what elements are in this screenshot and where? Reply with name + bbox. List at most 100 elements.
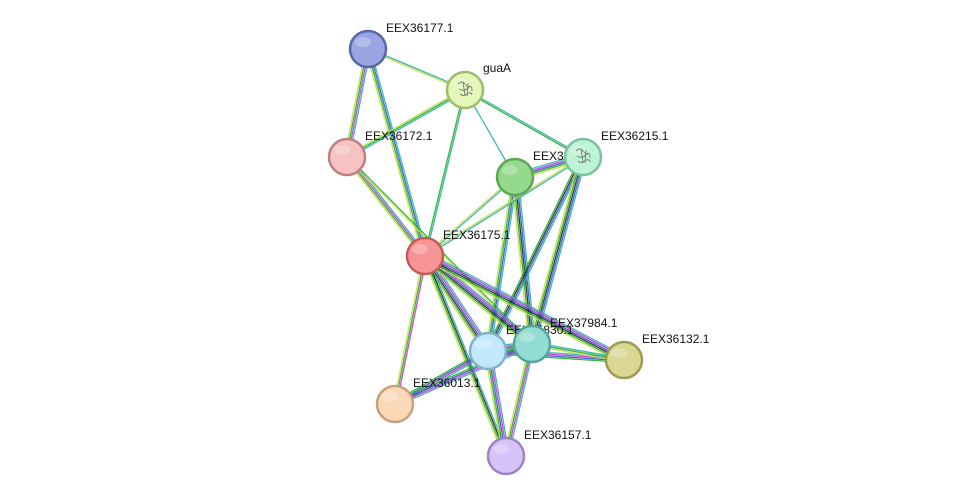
edge-strand (422, 256, 505, 458)
node-circle[interactable] (348, 29, 388, 69)
node-highlight (570, 145, 586, 155)
edge-guaa-eex36172-1 (345, 88, 467, 159)
edge-eex36175-1-eex36132-1 (422, 251, 627, 365)
node-eex36132-1[interactable]: EEX36132.1 (604, 332, 710, 380)
edge-strand (511, 177, 530, 345)
edge-strand (426, 251, 627, 358)
edge-eex36215-1-eex36175-1 (424, 155, 584, 258)
edge-strand (503, 343, 531, 456)
edge-strand (425, 255, 508, 456)
edge-strand (486, 176, 515, 351)
edge-strand (368, 48, 427, 256)
node-highlight (355, 37, 371, 47)
edge-strand (394, 255, 426, 405)
edge-eex36175-1-eex36013-1 (392, 255, 428, 405)
node-highlight (502, 165, 518, 175)
node-label: EEX36175.1 (443, 228, 511, 242)
node-eex36175-1[interactable]: EEX36175.1 (405, 228, 511, 276)
edge-strand (369, 48, 428, 256)
edge-strand (424, 155, 583, 256)
edge-strand (486, 156, 583, 351)
edge-strand (345, 157, 425, 257)
edge-strand (422, 258, 530, 348)
node-circle[interactable] (327, 137, 367, 177)
edge-strand (393, 341, 532, 403)
node-circle[interactable] (468, 331, 508, 371)
node-guaa[interactable]: guaA (445, 61, 511, 110)
node-highlight (493, 444, 509, 454)
node-eex36013-1[interactable]: EEX36013.1 (375, 376, 481, 424)
edge-strand (425, 177, 516, 258)
edge-strand (423, 256, 506, 457)
edge-strand (489, 177, 519, 352)
protein-structure-icon (457, 81, 473, 97)
node-label: EEX36172.1 (365, 129, 433, 143)
node-circle[interactable] (495, 157, 535, 197)
edge-strand (346, 89, 466, 158)
edge-strand (531, 156, 584, 345)
node-circle[interactable] (486, 436, 526, 476)
edge-strand (423, 89, 465, 256)
node-circle[interactable] (604, 340, 644, 380)
edge-strand (512, 177, 532, 345)
node-label: guaA (483, 61, 511, 75)
node-highlight (519, 332, 535, 342)
node-label: EEX36177.1 (386, 21, 454, 35)
edge-strand (487, 351, 624, 362)
edge-strand (424, 256, 532, 346)
edge-eex3-eex36175-1 (424, 175, 516, 258)
edge-strand (488, 177, 517, 352)
edge-guaa-eex36175-1 (423, 89, 467, 257)
edge-eex37984-1-eex36013-1 (393, 341, 534, 407)
edge-strand (426, 254, 509, 456)
edge-strand (422, 258, 623, 365)
node-highlight (382, 392, 398, 402)
edge-eex36175-1-eex36157-1 (422, 254, 509, 458)
edge-strand (427, 253, 492, 350)
node-highlight (412, 244, 428, 254)
node-layer: EEX36177.1 guaA EEX36172.1EEX3EEX36215.1EE… (327, 21, 710, 476)
edge-eex36177-1-eex36175-1 (365, 48, 428, 257)
edge-strand (345, 88, 465, 157)
edge-strand (424, 256, 624, 362)
node-label: EEX37984.1 (550, 316, 618, 330)
node-highlight (475, 339, 491, 349)
node-label: EEX36013.1 (413, 376, 481, 390)
edge-strand (425, 90, 467, 257)
node-label: EEX36132.1 (642, 332, 710, 346)
edge-strand (517, 176, 536, 344)
edge-strand (484, 176, 514, 351)
edge-strand (425, 253, 626, 359)
node-label: EEX3 (533, 149, 564, 163)
edge-strand (425, 254, 625, 360)
node-label: EEX36157.1 (524, 428, 592, 442)
edge-strand (395, 345, 534, 407)
node-highlight (334, 145, 350, 155)
edge-strand (394, 342, 532, 404)
edge-strand (507, 344, 535, 457)
node-circle[interactable] (405, 236, 445, 276)
edge-strand (348, 155, 428, 255)
edge-eex3-eex35830-1 (484, 176, 519, 352)
edge-strand (347, 156, 427, 256)
node-highlight (452, 78, 468, 88)
edge-strand (425, 157, 584, 258)
node-eex37984-1[interactable]: EEX37984.1 (512, 316, 618, 364)
edge-strand (514, 176, 533, 345)
edge-strand (347, 90, 467, 159)
node-circle[interactable] (375, 384, 415, 424)
node-eex3[interactable]: EEX3 (495, 149, 564, 197)
edge-strand (423, 257, 531, 347)
node-highlight (611, 348, 627, 358)
edge-strand (392, 255, 425, 404)
node-circle[interactable] (512, 324, 552, 364)
node-eex36157-1[interactable]: EEX36157.1 (486, 428, 592, 476)
node-eex36172-1[interactable]: EEX36172.1 (327, 129, 433, 177)
node-eex36177-1[interactable]: EEX36177.1 (348, 21, 454, 69)
edge-strand (344, 158, 424, 258)
edge-guaa-eex36215-1 (464, 88, 584, 159)
edge-strand (421, 257, 486, 354)
node-eex36215-1[interactable]: EEX36215.1 (563, 129, 669, 177)
edge-strand (366, 49, 425, 257)
